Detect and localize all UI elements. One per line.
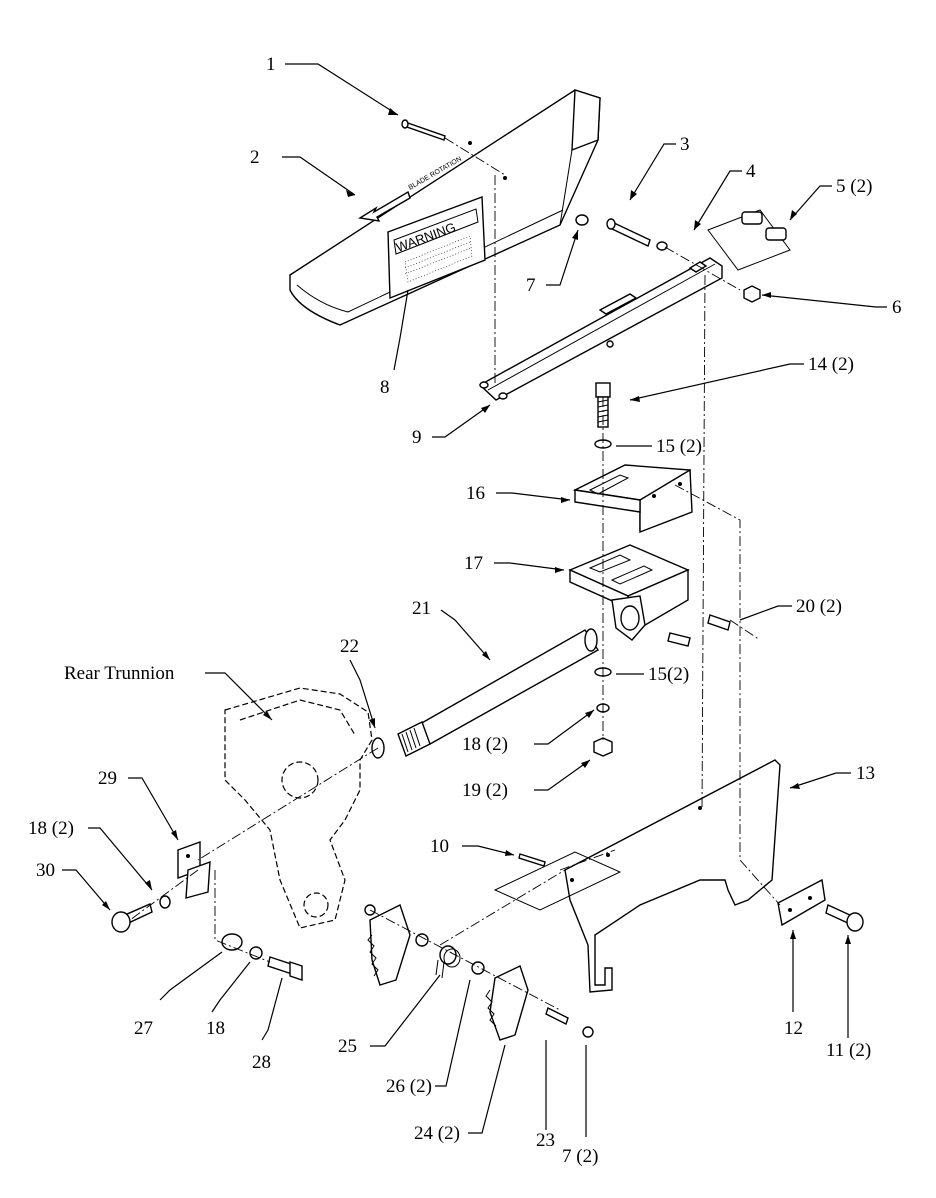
bolt-part-28 bbox=[267, 956, 303, 981]
callout-7-bottom: 7 (2) bbox=[562, 1146, 598, 1167]
callout-20: 20 (2) bbox=[796, 596, 842, 617]
pin-part-23 bbox=[545, 1007, 569, 1025]
callout-4: 4 bbox=[746, 161, 756, 182]
callout-17: 17 bbox=[464, 553, 483, 574]
support-arm-part-9 bbox=[478, 257, 723, 401]
callout-22: 22 bbox=[340, 636, 359, 657]
callout-21: 21 bbox=[412, 598, 431, 619]
callout-19: 19 (2) bbox=[462, 780, 508, 801]
callout-labels: 1 2 3 4 5 (2) 6 7 8 9 14 (2) 15 (2) 16 1… bbox=[28, 54, 902, 1167]
bushing-part-26b bbox=[471, 961, 485, 975]
callout-3: 3 bbox=[680, 134, 690, 155]
washer-part-7d bbox=[582, 1026, 594, 1038]
callout-15-bottom: 15(2) bbox=[648, 664, 689, 685]
callout-27: 27 bbox=[134, 1018, 153, 1039]
callout-29: 29 bbox=[98, 768, 117, 789]
screw-part-30 bbox=[111, 903, 153, 933]
callout-13: 13 bbox=[856, 763, 875, 784]
callout-9: 9 bbox=[412, 427, 422, 448]
callout-14: 14 (2) bbox=[808, 354, 854, 375]
callout-6: 6 bbox=[892, 297, 902, 318]
callout-25: 25 bbox=[338, 1036, 357, 1057]
washer-part-7 bbox=[575, 214, 589, 226]
lock-washer-part-18c bbox=[249, 946, 263, 960]
nut-part-6 bbox=[743, 285, 761, 303]
pawl-part-24b bbox=[485, 965, 529, 1041]
callout-1: 1 bbox=[266, 54, 276, 75]
callout-5: 5 (2) bbox=[836, 176, 872, 197]
pin-part-10 bbox=[518, 853, 546, 867]
set-screw-part-20 bbox=[667, 614, 731, 647]
spacer-part-5 bbox=[707, 209, 791, 271]
callout-rear-trunnion: Rear Trunnion bbox=[64, 663, 175, 684]
washer-part-27 bbox=[221, 933, 243, 951]
plate-part-13 bbox=[564, 759, 781, 993]
bracket-part-29 bbox=[177, 841, 211, 899]
callout-12: 12 bbox=[784, 1018, 803, 1039]
callout-18-right: 18 (2) bbox=[462, 734, 508, 755]
callout-18-left: 18 (2) bbox=[28, 818, 74, 839]
nut-part-19 bbox=[593, 737, 613, 757]
lock-washer-part-18b bbox=[159, 895, 171, 909]
leader-lines bbox=[62, 63, 887, 1137]
assembly-lines bbox=[129, 137, 781, 1011]
screw-part-11 bbox=[825, 904, 864, 932]
callout-18-bottom: 18 bbox=[206, 1018, 225, 1039]
rear-trunnion bbox=[224, 687, 373, 929]
callout-26: 26 (2) bbox=[386, 1076, 432, 1097]
washer-part-4 bbox=[656, 241, 668, 251]
warning-label-part-8: WARNING bbox=[387, 196, 486, 300]
plate-part-12 bbox=[777, 878, 826, 927]
screw-part-3 bbox=[606, 218, 651, 247]
callout-10: 10 bbox=[430, 836, 449, 857]
pin-part-1 bbox=[401, 119, 446, 141]
bracket-part-17 bbox=[568, 544, 690, 641]
shaft-part-21 bbox=[397, 628, 599, 757]
callout-30: 30 bbox=[36, 860, 55, 881]
spring-part-25 bbox=[435, 945, 461, 979]
callout-23: 23 bbox=[536, 1130, 555, 1151]
callout-28: 28 bbox=[252, 1052, 271, 1073]
callout-24: 24 (2) bbox=[414, 1123, 460, 1144]
callout-2: 2 bbox=[250, 147, 260, 168]
bushing-part-26a bbox=[415, 933, 429, 947]
callout-7-top: 7 bbox=[526, 275, 536, 296]
pawl-part-24a bbox=[367, 904, 411, 986]
bracket-part-16 bbox=[572, 464, 693, 534]
callout-16: 16 bbox=[466, 483, 485, 504]
callout-11: 11 (2) bbox=[826, 1040, 871, 1061]
callout-8: 8 bbox=[380, 377, 390, 398]
callout-15-top: 15 (2) bbox=[656, 436, 702, 457]
blade-guard-part-2: BLADE ROTATION WARNING bbox=[289, 89, 601, 326]
